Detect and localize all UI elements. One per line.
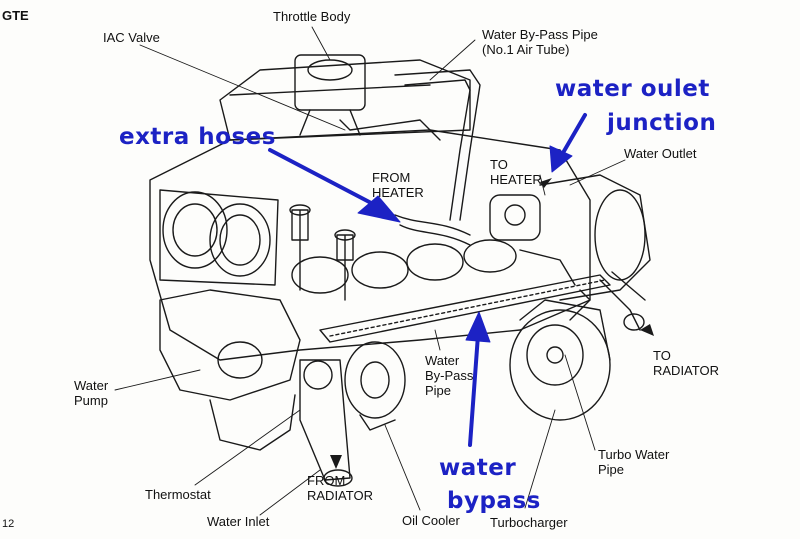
corner-label: GTE — [2, 8, 29, 23]
annotation-water-outlet-junction-line1: water oulet — [555, 76, 710, 102]
label-to-heater: TO HEATER — [490, 157, 542, 187]
water-outlet-housing — [489, 174, 651, 331]
cam-cover — [219, 59, 471, 141]
water-pump-shape — [159, 289, 301, 451]
cylinder-ports — [291, 239, 517, 294]
annotation-extra-hoses: extra hoses — [119, 124, 276, 150]
label-thermostat: Thermostat — [145, 487, 211, 502]
label-water-inlet: Water Inlet — [207, 514, 270, 529]
thermostat-housing — [299, 359, 353, 487]
valves — [289, 204, 356, 301]
label-from-radiator: FROM RADIATOR — [307, 473, 373, 503]
label-turbocharger: Turbocharger — [490, 515, 568, 530]
label-water-bypass-pipe: Water By-Pass Pipe (No.1 Air Tube) — [482, 27, 598, 57]
bypass-arrow — [468, 333, 480, 447]
turbocharger-shape — [509, 299, 611, 421]
annotation-water-bypass-line1: water — [439, 455, 517, 481]
annotation-water-outlet-junction-line2: junction — [607, 110, 717, 136]
label-oil-cooler: Oil Cooler — [402, 513, 460, 528]
label-water-pump: Water Pump — [74, 378, 109, 408]
timing-pulleys — [159, 189, 279, 286]
label-to-radiator: TO RADIATOR — [653, 348, 719, 378]
label-throttle-body: Throttle Body — [273, 9, 351, 24]
upper-bypass-pipe — [339, 69, 481, 221]
lower-bypass-pipe — [319, 274, 611, 343]
page-number: 12 — [2, 518, 15, 530]
label-iac-valve: IAC Valve — [103, 30, 160, 45]
label-water-bypass-pipe-lower: Water By-Pass Pipe — [425, 353, 474, 398]
label-from-heater: FROM HEATER — [372, 170, 424, 200]
oil-cooler-shape — [344, 341, 406, 431]
extra-hoses-arrow — [268, 148, 377, 207]
junction-arrow — [558, 113, 587, 160]
label-water-outlet: Water Outlet — [624, 146, 697, 161]
annotation-water-bypass-line2: bypass — [447, 488, 541, 514]
label-turbo-water-pipe: Turbo Water Pipe — [598, 447, 670, 477]
